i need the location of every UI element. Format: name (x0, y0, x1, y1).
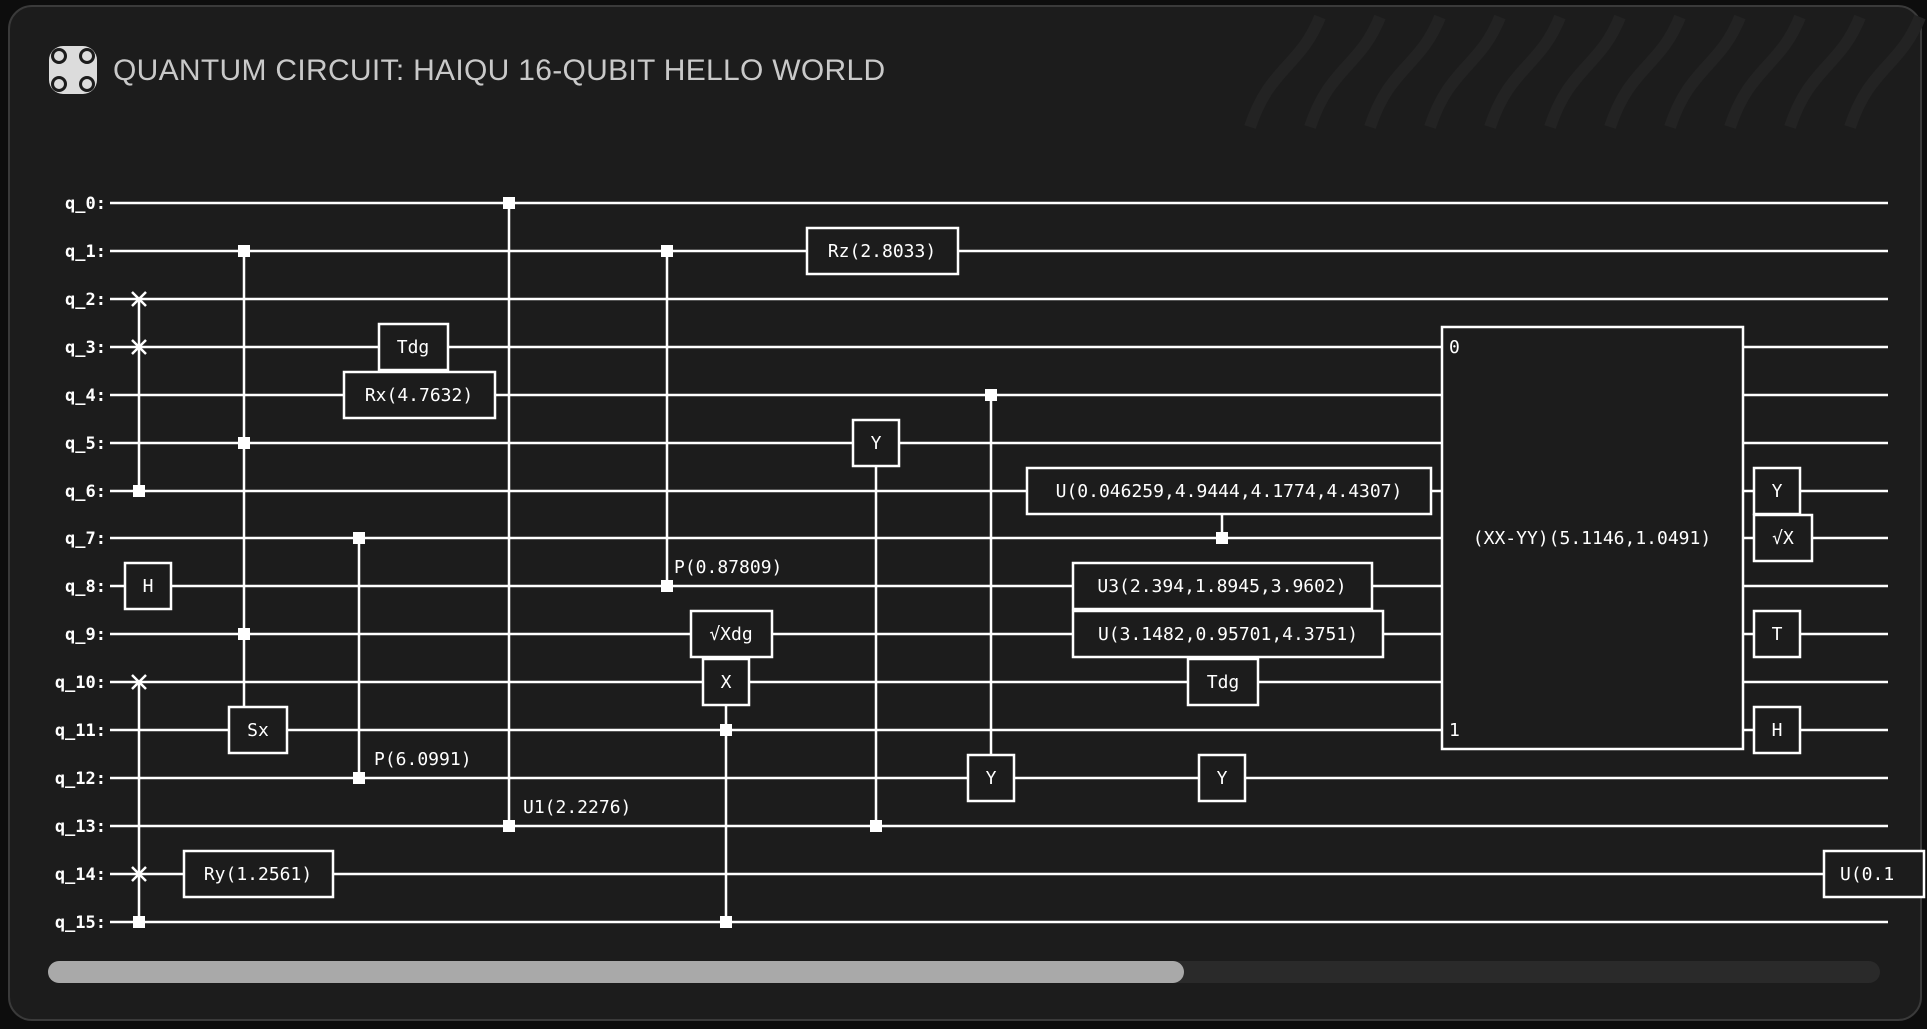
circuit-diagram: q_0: q_1: q_2: q_3: q_4: q_5: q_6: q_7: … (55, 194, 1926, 933)
control-dot (985, 389, 997, 401)
gate-label: Y (871, 433, 882, 454)
qubit-label: q_7: (65, 529, 106, 549)
gate-sxdg-q9 (689, 609, 774, 659)
control-dot (238, 437, 250, 449)
gate-y-q5 (851, 418, 901, 468)
gate-label: X (721, 672, 732, 693)
qubit-label: q_10: (55, 673, 106, 693)
gate-label: H (1772, 720, 1783, 741)
gate-label: T (1772, 624, 1783, 645)
gate-h-q8 (123, 561, 173, 611)
gate-y-q12b (1197, 753, 1247, 803)
qubit-label: q_13: (55, 817, 106, 837)
qubit-label: q_12: (55, 769, 106, 789)
scrollbar-thumb[interactable] (48, 961, 1184, 983)
gate-y-q12 (966, 753, 1016, 803)
gate-rx-q4 (342, 370, 497, 420)
qubit-label: q_9: (65, 625, 106, 645)
decorative-wave-pattern (1244, 14, 1926, 129)
swap-x-q2 (131, 291, 147, 307)
gate-label: U3(2.394,1.8945,3.9602) (1097, 576, 1346, 597)
control-dot (870, 820, 882, 832)
control-dot (353, 532, 365, 544)
gate-label: 0 (1449, 337, 1460, 358)
qubit-label: q_3: (65, 338, 106, 358)
gate-label: √X (1772, 528, 1794, 549)
qubit-label: q_4: (65, 386, 106, 406)
circuit-viewport[interactable]: q_0: q_1: q_2: q_3: q_4: q_5: q_6: q_7: … (10, 157, 1926, 947)
gate-xxyy (1440, 325, 1745, 751)
gate-label: √Xdg (709, 624, 752, 645)
gate-h-q11 (1752, 705, 1802, 755)
gate-u-q6 (1025, 466, 1433, 516)
gate-label: Y (1217, 768, 1228, 789)
gate-label: Ry(1.2561) (204, 864, 312, 885)
control-dot (1216, 532, 1228, 544)
control-dot (720, 916, 732, 928)
gate-label: H (143, 576, 154, 597)
control-dot (353, 772, 365, 784)
gate-label: U(3.1482,0.95701,4.3751) (1098, 624, 1358, 645)
gate-label: U1(2.2276) (523, 797, 631, 818)
gate-sx-q11 (227, 705, 289, 755)
control-dot (238, 628, 250, 640)
gate-tdg-q3 (377, 322, 450, 372)
control-dot (133, 916, 145, 928)
swap-x-q10 (131, 674, 147, 690)
circuit-title: QUANTUM CIRCUIT: HAIQU 16-QUBIT HELLO WO… (113, 54, 886, 87)
gate-u3-q8 (1071, 561, 1374, 611)
gate-label: P(0.87809) (674, 557, 782, 578)
gate-label: U(0.1 (1840, 864, 1894, 885)
control-dot (133, 485, 145, 497)
control-dot (661, 245, 673, 257)
gate-label: 1 (1449, 720, 1460, 741)
gate-label: Y (986, 768, 997, 789)
qubit-label: q_11: (55, 721, 106, 741)
qubit-label: q_14: (55, 865, 106, 885)
gate-t-q9 (1752, 609, 1802, 659)
control-dot (503, 197, 515, 209)
gate-u-q14 (1822, 849, 1926, 899)
swap-x-q14 (131, 866, 147, 882)
gate-ry-q14 (182, 849, 335, 899)
gate-label: Tdg (397, 337, 430, 358)
control-dot (661, 580, 673, 592)
gate-label: Tdg (1207, 672, 1240, 693)
gate-label: U(0.046259,4.9444,4.1774,4.4307) (1056, 481, 1403, 502)
gate-tdg-q10 (1186, 657, 1260, 707)
gate-rz-q1 (805, 226, 960, 276)
gate-label: Y (1772, 481, 1783, 502)
circuit-panel: QUANTUM CIRCUIT: HAIQU 16-QUBIT HELLO WO… (8, 5, 1926, 1021)
control-dot (503, 820, 515, 832)
qubit-label: q_6: (65, 482, 106, 502)
qubit-label: q_0: (65, 194, 106, 214)
gate-label: Sx (247, 720, 269, 741)
gate-x-q10 (701, 657, 751, 707)
qubit-label: q_2: (65, 290, 106, 310)
qubit-label: q_1: (65, 242, 106, 262)
haiqu-logo-icon (49, 46, 97, 94)
qubit-label: q_15: (55, 913, 106, 933)
gate-u-q9 (1071, 609, 1385, 659)
gate-sx-q7 (1752, 513, 1814, 563)
qubit-label: q_5: (65, 434, 106, 454)
gate-label: Rx(4.7632) (365, 385, 473, 406)
gate-label: P(6.0991) (374, 749, 472, 770)
control-dot (238, 245, 250, 257)
swap-x-q3 (131, 339, 147, 355)
gate-label: Rz(2.8033) (828, 241, 936, 262)
gate-label: (XX-YY)(5.1146,1.0491) (1473, 528, 1711, 549)
control-dot (720, 724, 732, 736)
horizontal-scrollbar[interactable] (48, 961, 1880, 983)
qubit-label: q_8: (65, 577, 106, 597)
